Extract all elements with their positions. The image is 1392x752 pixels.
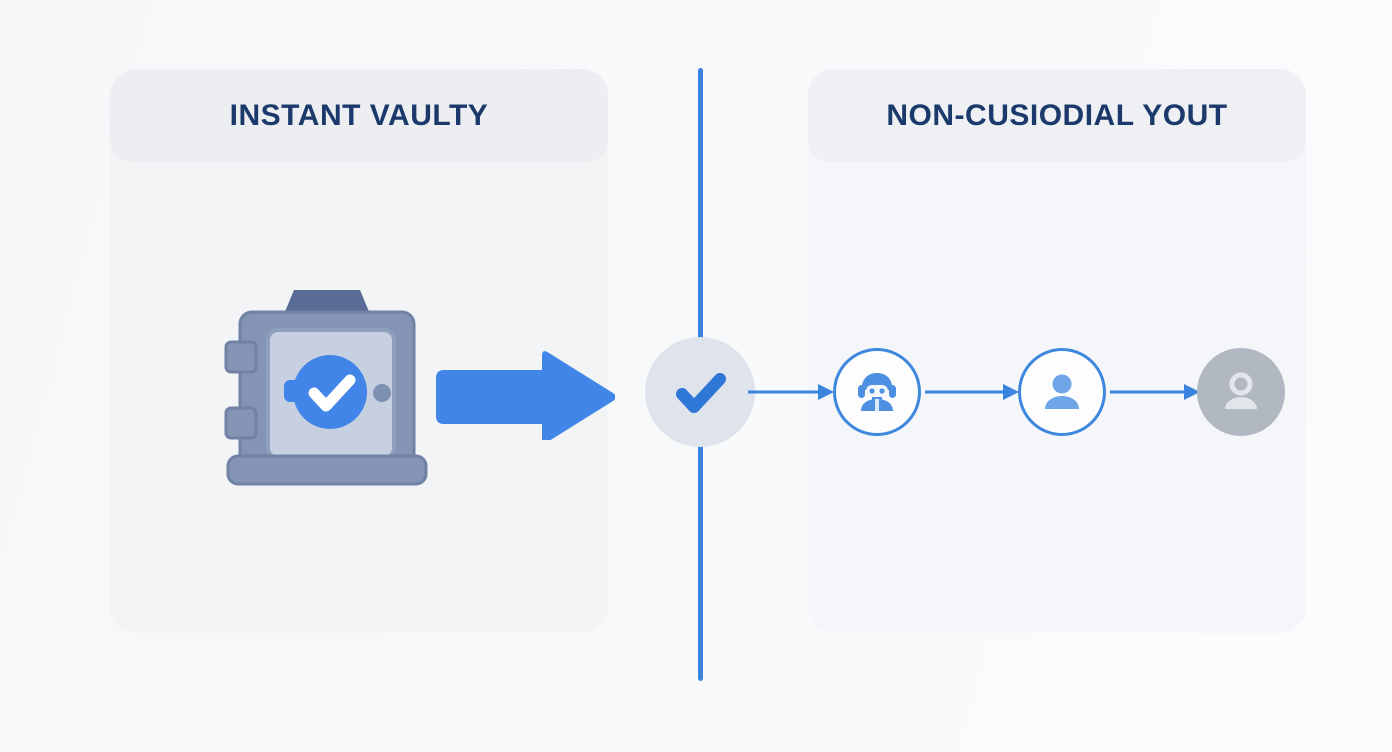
panel-left-header: INSTANT VAULTY: [110, 69, 608, 162]
panel-left-title: INSTANT VAULTY: [229, 98, 489, 132]
panel-right-title: NON-CUSIODIAL YOUT: [886, 98, 1228, 132]
connector-arrow-0: [748, 380, 836, 404]
panel-instant-vault[interactable]: INSTANT VAULTY: [110, 69, 608, 633]
panel-right-header: NON-CUSIODIAL YOUT: [808, 69, 1306, 162]
person-avatar-icon: [1045, 374, 1079, 409]
support-agent-icon: [858, 373, 896, 411]
flow-node-user[interactable]: [1018, 348, 1106, 436]
right-arrow-icon: [430, 350, 616, 443]
connector-arrow-2: [1110, 380, 1202, 404]
connector-arrow-1: [925, 380, 1021, 404]
check-icon: [676, 373, 726, 413]
person-outline-icon: [1225, 372, 1257, 409]
vault-top-handle: [284, 290, 370, 314]
flow-node-support-agent[interactable]: [833, 348, 921, 436]
check-badge[interactable]: [645, 337, 755, 447]
flow-node-muted-user[interactable]: [1197, 348, 1285, 436]
vault-safe-icon: [222, 280, 432, 490]
